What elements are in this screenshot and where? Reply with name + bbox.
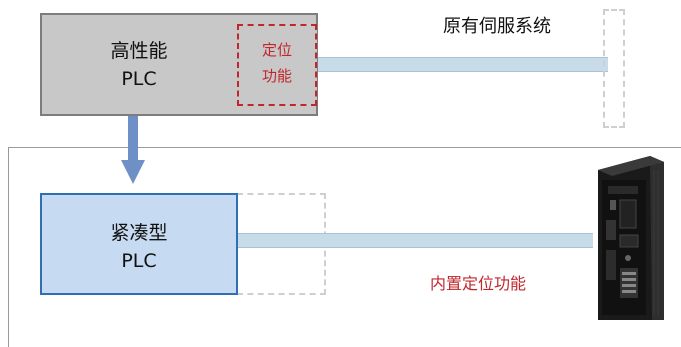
high-performance-plc-label: 高性能 PLC	[64, 37, 214, 93]
high-performance-plc-box: 高性能 PLC 定位 功能	[40, 13, 318, 116]
down-arrow-shaft	[128, 116, 138, 161]
existing-servo-label: 原有伺服系统	[443, 16, 551, 37]
plc-compact-line1: 紧凑型	[110, 222, 168, 244]
positioning-function-box: 定位 功能	[237, 24, 317, 106]
connector-line-top	[318, 57, 608, 72]
servo-drive-icon	[598, 156, 664, 320]
existing-servo-outline-left	[603, 9, 625, 128]
existing-servo-outline	[603, 9, 625, 128]
compact-plc-box: 紧凑型 PLC	[40, 193, 238, 295]
plc-high-line1: 高性能	[110, 40, 168, 62]
compact-plc-label: 紧凑型 PLC	[42, 219, 236, 275]
down-arrow-icon	[121, 160, 145, 184]
pos-func-line1: 定位	[261, 41, 292, 59]
pos-func-line2: 功能	[261, 67, 292, 85]
plc-compact-line2: PLC	[121, 250, 157, 272]
compact-system-region	[8, 147, 681, 347]
plc-high-line2: PLC	[121, 68, 157, 90]
builtin-positioning-label: 内置定位功能	[430, 274, 527, 293]
connector-line-bottom	[237, 233, 593, 248]
